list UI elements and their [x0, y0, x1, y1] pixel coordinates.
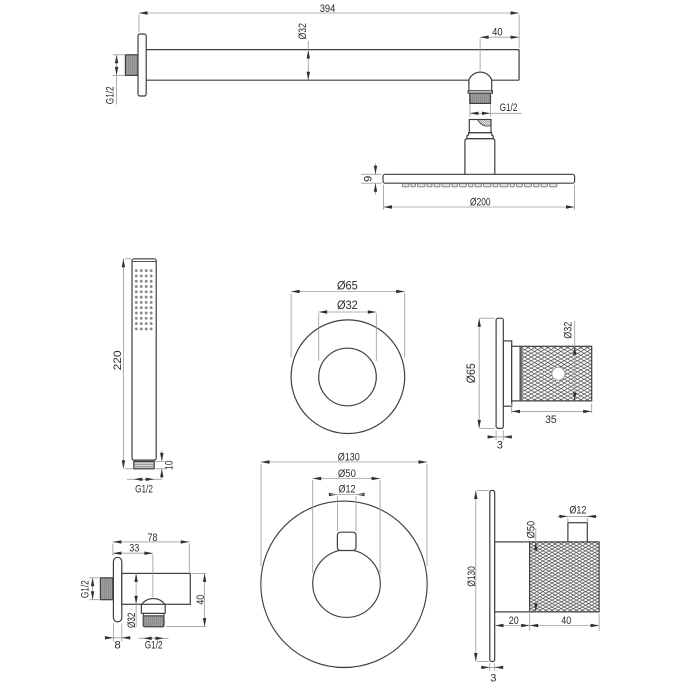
svg-text:Ø200: Ø200 [470, 196, 491, 208]
svg-text:Ø65: Ø65 [464, 363, 478, 383]
svg-text:Ø12: Ø12 [569, 504, 586, 516]
svg-text:G1/2: G1/2 [500, 102, 518, 114]
svg-text:G1/2: G1/2 [80, 580, 92, 598]
svg-text:40: 40 [195, 595, 207, 605]
svg-text:Ø32: Ø32 [562, 322, 574, 339]
svg-text:9: 9 [363, 176, 375, 182]
svg-text:33: 33 [129, 543, 139, 555]
svg-text:10: 10 [163, 460, 175, 470]
svg-text:Ø130: Ø130 [338, 452, 360, 464]
svg-text:35: 35 [545, 414, 556, 426]
svg-text:394: 394 [320, 3, 336, 15]
svg-text:G1/2: G1/2 [135, 483, 153, 495]
svg-text:Ø32: Ø32 [337, 298, 358, 312]
svg-text:G1/2: G1/2 [145, 640, 163, 652]
svg-text:Ø32: Ø32 [126, 613, 138, 628]
svg-text:40: 40 [492, 27, 503, 39]
svg-text:3: 3 [497, 440, 503, 452]
svg-text:G1/2: G1/2 [104, 86, 116, 104]
svg-text:Ø32: Ø32 [297, 23, 309, 40]
svg-text:40: 40 [561, 615, 571, 627]
svg-text:Ø12: Ø12 [339, 484, 356, 496]
svg-text:3: 3 [490, 672, 496, 684]
svg-text:220: 220 [112, 350, 124, 370]
svg-text:Ø65: Ø65 [337, 278, 358, 292]
svg-text:Ø130: Ø130 [466, 566, 478, 587]
svg-text:78: 78 [148, 532, 158, 544]
svg-text:Ø50: Ø50 [338, 468, 356, 480]
svg-text:8: 8 [114, 639, 120, 651]
svg-text:20: 20 [509, 615, 519, 627]
svg-text:Ø50: Ø50 [526, 521, 538, 539]
